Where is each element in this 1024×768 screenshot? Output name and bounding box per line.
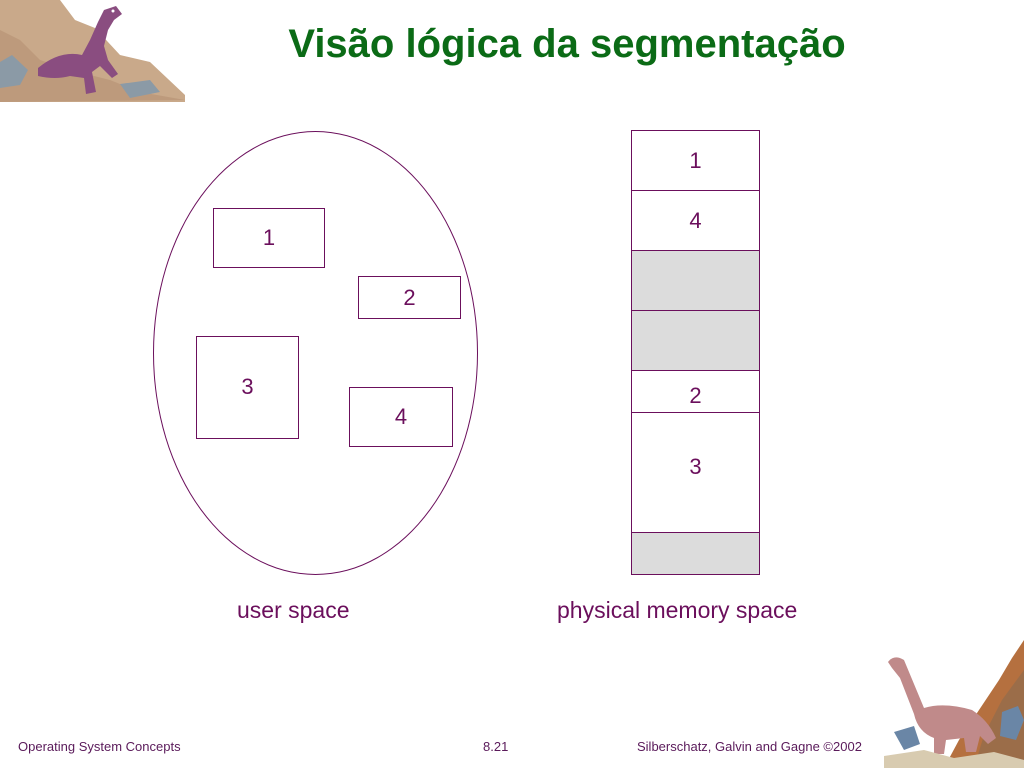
memory-block-3: 3	[632, 413, 759, 533]
memory-free-block	[632, 251, 759, 311]
user-segment-1: 1	[213, 208, 325, 268]
user-space-caption: user space	[237, 597, 350, 623]
memory-block-4: 4	[632, 191, 759, 251]
memory-block-1: 1	[632, 131, 759, 191]
user-segment-2: 2	[358, 276, 461, 319]
memory-free-block	[632, 311, 759, 371]
physical-memory-caption: physical memory space	[557, 597, 798, 623]
user-segment-3: 3	[196, 336, 299, 439]
user-space-ellipse	[153, 131, 478, 575]
memory-free-block	[632, 533, 759, 574]
footer-page-number: 8.21	[483, 739, 509, 754]
trex-illustration	[0, 0, 185, 102]
brontosaurus-illustration	[884, 640, 1024, 768]
footer-copyright: Silberschatz, Galvin and Gagne ©2002	[637, 739, 862, 754]
physical-memory-column: 1 4 2 3	[631, 130, 760, 575]
slide-title: Visão lógica da segmentação	[288, 22, 846, 66]
memory-block-2: 2	[632, 371, 759, 413]
footer-course: Operating System Concepts	[18, 739, 181, 754]
user-segment-4: 4	[349, 387, 453, 447]
